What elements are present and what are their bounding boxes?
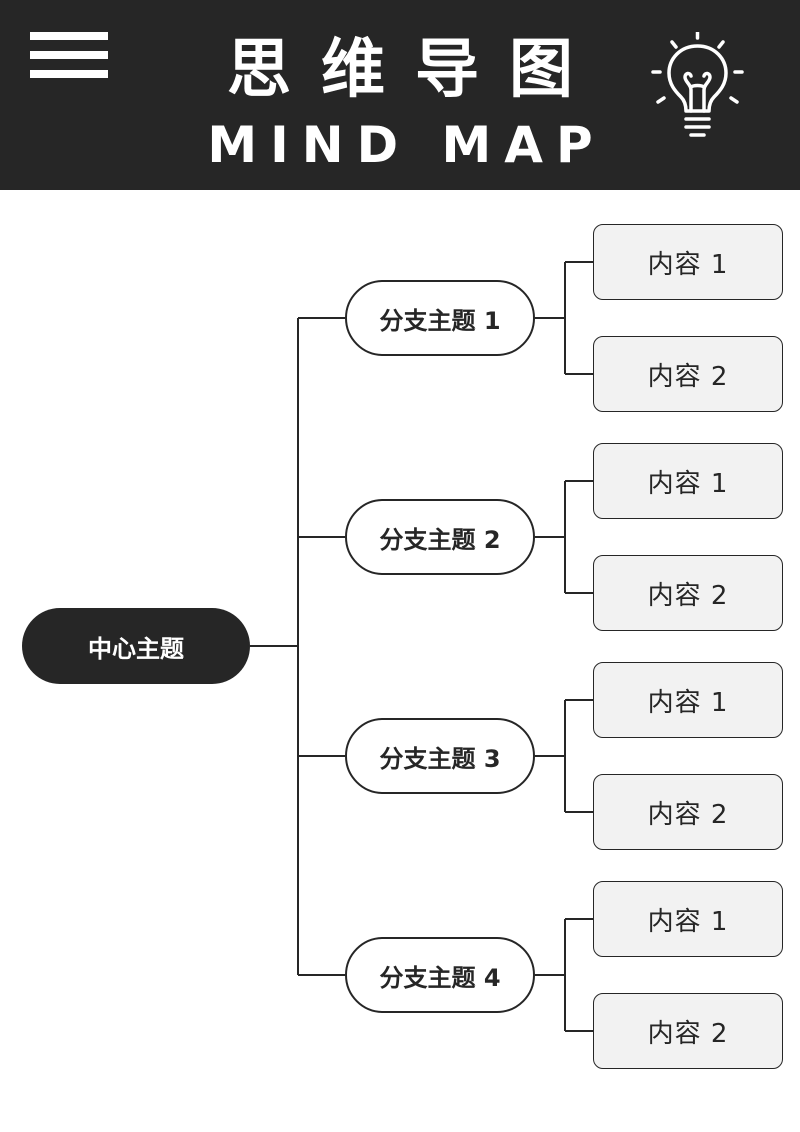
branch-topic-3: 分支主题 3 xyxy=(345,718,535,794)
lightbulb-icon xyxy=(651,32,744,137)
branch-3-content-1: 内容 1 xyxy=(593,662,783,738)
center-topic-node: 中心主题 xyxy=(22,608,250,684)
page-title-english: MIND MAP xyxy=(207,116,606,174)
header-banner: 思维导图 MIND MAP xyxy=(0,0,800,190)
branch-2-content-1: 内容 1 xyxy=(593,443,783,519)
hamburger-menu-icon[interactable] xyxy=(30,32,108,78)
branch-1-content-2: 内容 2 xyxy=(593,336,783,412)
branch-3-content-2: 内容 2 xyxy=(593,774,783,850)
branch-4-content-2: 内容 2 xyxy=(593,993,783,1069)
branch-2-content-2: 内容 2 xyxy=(593,555,783,631)
branch-topic-1: 分支主题 1 xyxy=(345,280,535,356)
page-title-chinese: 思维导图 xyxy=(227,33,603,107)
branch-topic-4: 分支主题 4 xyxy=(345,937,535,1013)
branch-4-content-1: 内容 1 xyxy=(593,881,783,957)
branch-topic-2: 分支主题 2 xyxy=(345,499,535,575)
branch-1-content-1: 内容 1 xyxy=(593,224,783,300)
